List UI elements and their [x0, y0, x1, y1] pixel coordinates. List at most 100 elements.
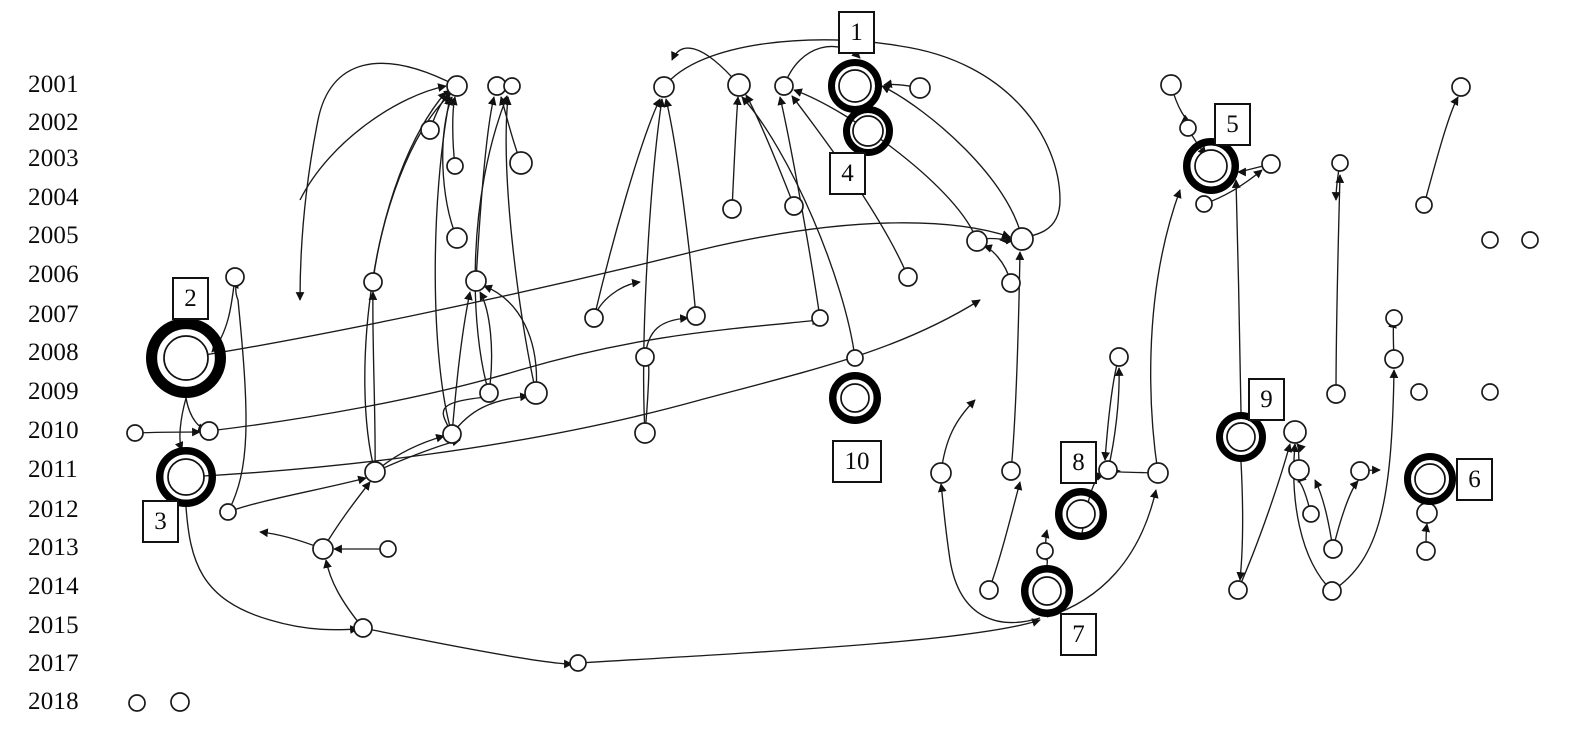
- callout-box-4[interactable]: 4: [829, 152, 866, 195]
- graph-node[interactable]: [1160, 74, 1182, 96]
- year-label-2017: 2017: [28, 650, 79, 677]
- graph-node[interactable]: [442, 424, 462, 444]
- graph-node[interactable]: [1410, 383, 1428, 401]
- graph-node[interactable]: [312, 538, 334, 560]
- graph-node[interactable]: [1283, 420, 1307, 444]
- highlighted-node-8[interactable]: [1054, 488, 1107, 541]
- year-label-2006: 2006: [28, 261, 79, 288]
- callout-box-7[interactable]: 7: [1060, 613, 1097, 656]
- graph-node[interactable]: [199, 421, 219, 441]
- callout-box-2[interactable]: 2: [172, 277, 209, 320]
- graph-node[interactable]: [170, 692, 190, 712]
- graph-node[interactable]: [1109, 347, 1129, 367]
- graph-node[interactable]: [1415, 196, 1433, 214]
- node-core: [167, 458, 205, 496]
- graph-node[interactable]: [811, 309, 829, 327]
- node-core: [1414, 463, 1446, 495]
- graph-node[interactable]: [727, 73, 751, 97]
- graph-node[interactable]: [1179, 119, 1197, 137]
- callout-box-10[interactable]: 10: [832, 440, 882, 483]
- callout-box-3[interactable]: 3: [142, 500, 179, 543]
- node-core: [1226, 422, 1256, 452]
- graph-node[interactable]: [722, 199, 742, 219]
- graph-node[interactable]: [1098, 460, 1118, 480]
- graph-node[interactable]: [1350, 461, 1370, 481]
- graph-node[interactable]: [1195, 195, 1213, 213]
- graph-node[interactable]: [1385, 309, 1403, 327]
- graph-node[interactable]: [509, 151, 533, 175]
- highlighted-node-5[interactable]: [1182, 138, 1239, 195]
- graph-node[interactable]: [635, 347, 655, 367]
- highlighted-node-7[interactable]: [1020, 564, 1073, 617]
- graph-node[interactable]: [364, 461, 386, 483]
- callout-box-6[interactable]: 6: [1456, 458, 1493, 501]
- graph-node[interactable]: [1481, 383, 1499, 401]
- graph-node[interactable]: [1384, 349, 1404, 369]
- graph-node[interactable]: [524, 381, 548, 405]
- callout-box-5[interactable]: 5: [1214, 103, 1251, 146]
- graph-node[interactable]: [1322, 581, 1342, 601]
- graph-node[interactable]: [1416, 541, 1436, 561]
- graph-node[interactable]: [1302, 505, 1320, 523]
- year-label-2002: 2002: [28, 109, 79, 136]
- highlighted-node-2[interactable]: [146, 318, 226, 399]
- graph-node[interactable]: [1010, 227, 1034, 251]
- graph-node[interactable]: [634, 422, 656, 444]
- graph-node[interactable]: [1036, 542, 1054, 560]
- graph-node[interactable]: [503, 77, 521, 95]
- graph-node[interactable]: [465, 270, 487, 292]
- graph-node[interactable]: [846, 349, 864, 367]
- graph-node[interactable]: [569, 654, 587, 672]
- graph-node[interactable]: [930, 462, 952, 484]
- highlight-ring: [1182, 138, 1239, 195]
- graph-node[interactable]: [979, 580, 999, 600]
- callout-box-1[interactable]: 1: [838, 11, 875, 54]
- graph-node[interactable]: [1001, 461, 1021, 481]
- graph-node[interactable]: [1521, 231, 1539, 249]
- graph-node[interactable]: [1331, 154, 1349, 172]
- graph-node[interactable]: [1451, 77, 1471, 97]
- graph-node[interactable]: [420, 120, 440, 140]
- highlight-ring: [1054, 488, 1107, 541]
- graph-node[interactable]: [898, 267, 918, 287]
- graph-node[interactable]: [1416, 502, 1438, 524]
- graph-node[interactable]: [1326, 384, 1346, 404]
- graph-node[interactable]: [1261, 154, 1281, 174]
- highlighted-node-4[interactable]: [843, 106, 893, 156]
- graph-node[interactable]: [219, 503, 237, 521]
- graph-node[interactable]: [353, 618, 373, 638]
- graph-node[interactable]: [909, 77, 931, 99]
- graph-node[interactable]: [1481, 231, 1499, 249]
- highlighted-node-10[interactable]: [828, 372, 881, 425]
- graph-node[interactable]: [1147, 462, 1169, 484]
- graph-node[interactable]: [1228, 580, 1248, 600]
- highlighted-node-1[interactable]: [828, 59, 882, 113]
- graph-node[interactable]: [446, 75, 468, 97]
- graph-node[interactable]: [653, 76, 675, 98]
- highlighted-node-6[interactable]: [1404, 453, 1456, 505]
- graph-node[interactable]: [1288, 459, 1310, 481]
- graph-node[interactable]: [966, 230, 988, 252]
- graph-node[interactable]: [584, 308, 604, 328]
- graph-node[interactable]: [446, 157, 464, 175]
- graph-node[interactable]: [126, 424, 144, 442]
- graph-node[interactable]: [479, 383, 499, 403]
- graph-node[interactable]: [774, 76, 794, 96]
- graph-node[interactable]: [379, 540, 397, 558]
- graph-node[interactable]: [128, 694, 146, 712]
- highlighted-node-9[interactable]: [1216, 412, 1266, 462]
- graph-node[interactable]: [1323, 539, 1343, 559]
- graph-node[interactable]: [446, 227, 468, 249]
- year-label-2014: 2014: [28, 573, 79, 600]
- callout-box-8[interactable]: 8: [1060, 441, 1097, 484]
- highlight-ring: [156, 447, 217, 508]
- graph-node[interactable]: [225, 267, 245, 287]
- graph-node[interactable]: [363, 272, 383, 292]
- highlighted-node-3[interactable]: [156, 447, 217, 508]
- graph-node[interactable]: [784, 196, 804, 216]
- callout-box-9[interactable]: 9: [1248, 378, 1285, 421]
- graph-node[interactable]: [1001, 273, 1021, 293]
- node-core: [840, 383, 870, 413]
- graph-node[interactable]: [686, 306, 706, 326]
